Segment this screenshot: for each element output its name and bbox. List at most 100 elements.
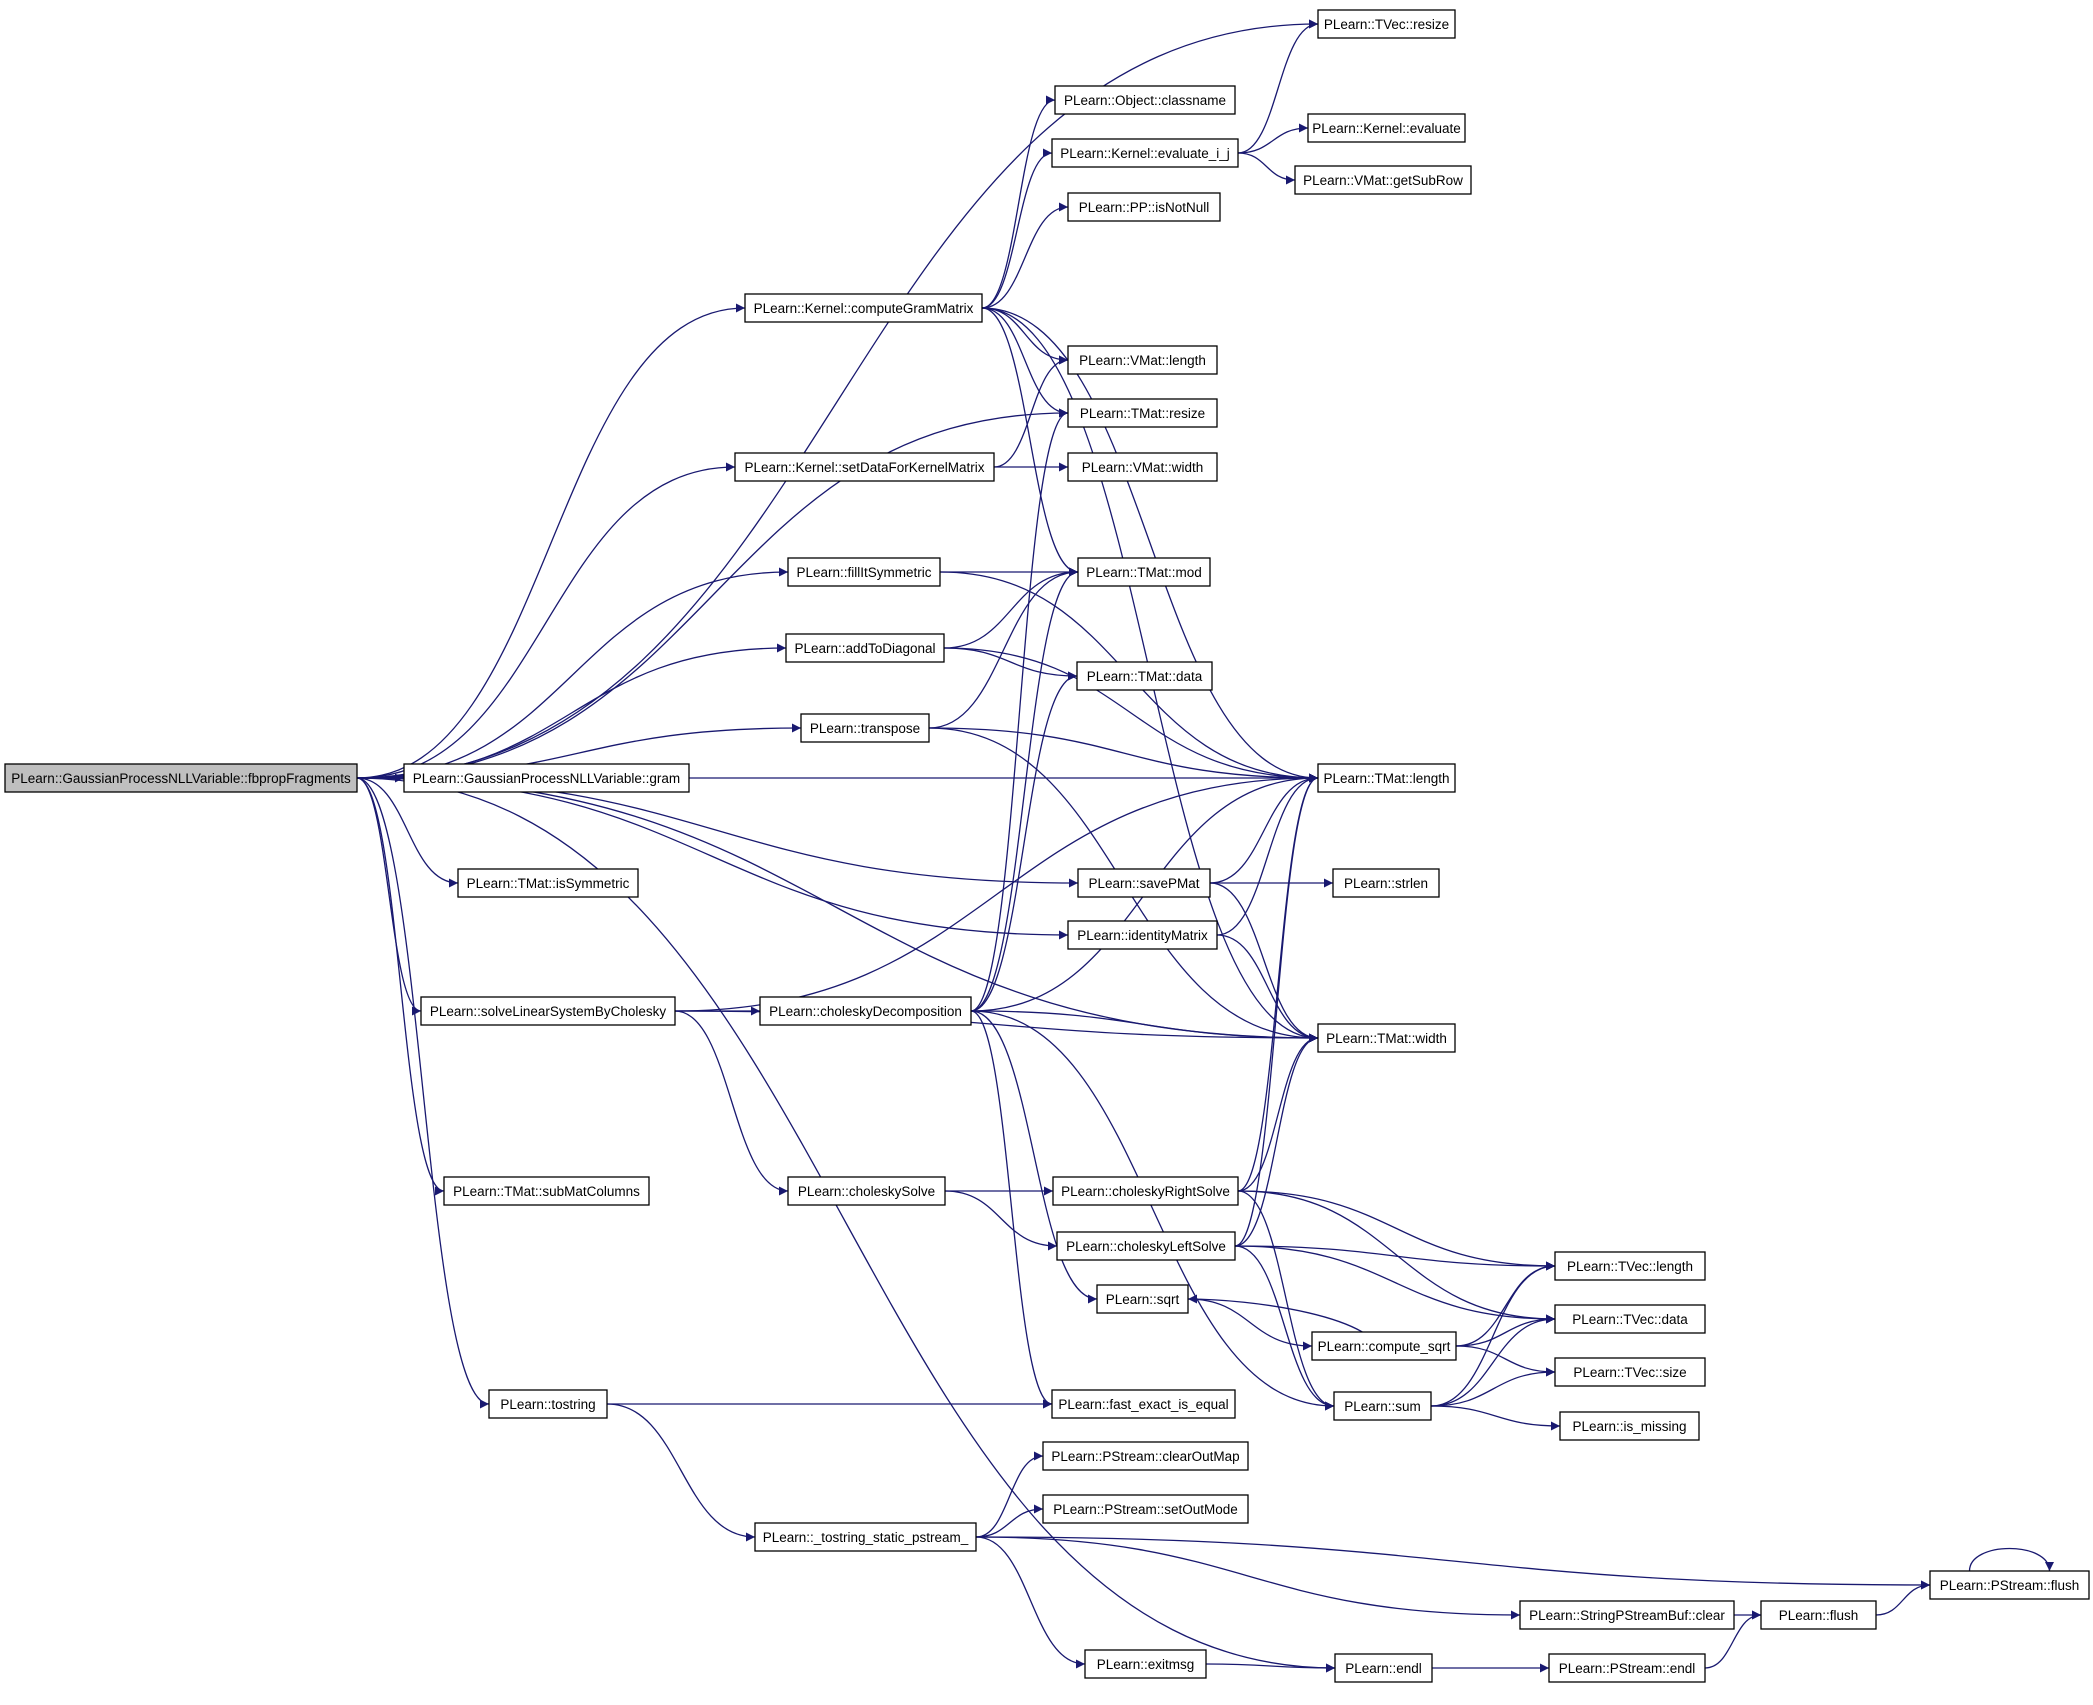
edge-choleskydecomposition-to-tmat-resize: [970, 408, 1069, 1012]
node-tmat-submatcolumns[interactable]: PLearn::TMat::subMatColumns: [443, 1176, 650, 1206]
node-tmat-data[interactable]: PLearn::TMat::data: [1076, 661, 1213, 691]
node-stringpstreambuf-clear[interactable]: PLearn::StringPStreamBuf::clear: [1519, 1600, 1735, 1630]
node-box: [734, 452, 995, 482]
node-pstream-clearoutmap[interactable]: PLearn::PStream::clearOutMap: [1042, 1441, 1249, 1471]
node-box: [1294, 165, 1472, 195]
node-tvec-size[interactable]: PLearn::TVec::size: [1554, 1357, 1706, 1387]
edge-choleskyrightsolve-to-tmat-length: [1237, 773, 1319, 1192]
edge-choleskyleftsolve-to-sum: [1234, 1245, 1335, 1411]
edge-choleskyleftsolve-to-tmat-length: [1234, 773, 1319, 1247]
node-label: PLearn::fast_exact_is_equal: [1058, 1397, 1228, 1412]
edge-choleskyrightsolve-to-tvec-data: [1237, 1190, 1556, 1324]
node-box: [1311, 1331, 1457, 1361]
node-tvec-data[interactable]: PLearn::TVec::data: [1554, 1304, 1706, 1334]
edge-sum-to-is-missing: [1430, 1405, 1561, 1431]
edge-choleskydecomposition-to-tmat-mod: [970, 567, 1079, 1012]
node-vmat-length[interactable]: PLearn::VMat::length: [1067, 345, 1218, 375]
edge-kernel-setdataforkernelmatrix-to-vmat-length: [993, 355, 1069, 468]
node-label: PLearn::GaussianProcessNLLVariable::fbpr…: [11, 771, 351, 786]
node-tostring[interactable]: PLearn::tostring: [488, 1389, 608, 1419]
node-vmat-getsubrow[interactable]: PLearn::VMat::getSubRow: [1294, 165, 1472, 195]
node-kernel-computegrammatrix[interactable]: PLearn::Kernel::computeGramMatrix: [744, 293, 983, 323]
node-root[interactable]: PLearn::GaussianProcessNLLVariable::fbpr…: [4, 763, 358, 793]
node-label: PLearn::PStream::flush: [1940, 1578, 2080, 1593]
edge-savepmat-to-tmat-width: [1209, 882, 1319, 1043]
node-choleskyrightsolve[interactable]: PLearn::choleskyRightSolve: [1052, 1176, 1239, 1206]
node-tostring-static-pstream[interactable]: PLearn::_tostring_static_pstream_: [754, 1522, 977, 1552]
node-box: [1760, 1600, 1877, 1630]
node-tmat-mod[interactable]: PLearn::TMat::mod: [1077, 557, 1211, 587]
node-box: [1051, 1389, 1236, 1419]
node-kernel-evaluate[interactable]: PLearn::Kernel::evaluate: [1307, 113, 1466, 143]
edge-root-to-tmat-submatcolumns: [356, 777, 445, 1196]
edge-transpose-to-tmat-mod: [928, 567, 1079, 729]
node-endl[interactable]: PLearn::endl: [1334, 1653, 1433, 1683]
node-fast-exact-is-equal[interactable]: PLearn::fast_exact_is_equal: [1051, 1389, 1236, 1419]
node-label: PLearn::is_missing: [1572, 1419, 1686, 1434]
node-exitmsg[interactable]: PLearn::exitmsg: [1084, 1649, 1207, 1679]
node-flush[interactable]: PLearn::flush: [1760, 1600, 1877, 1630]
node-vmat-width[interactable]: PLearn::VMat::width: [1067, 452, 1218, 482]
node-box: [420, 996, 676, 1026]
node-tmat-resize[interactable]: PLearn::TMat::resize: [1067, 398, 1218, 428]
node-label: PLearn::PP::isNotNull: [1079, 200, 1210, 215]
node-box: [4, 763, 358, 793]
node-choleskydecomposition[interactable]: PLearn::choleskyDecomposition: [759, 996, 972, 1026]
node-box: [1042, 1494, 1249, 1524]
node-label: PLearn::choleskyLeftSolve: [1066, 1239, 1226, 1254]
node-label: PLearn::sqrt: [1106, 1292, 1180, 1307]
node-addtodiagonal[interactable]: PLearn::addToDiagonal: [785, 633, 945, 663]
node-solvelinearsystembycholesky[interactable]: PLearn::solveLinearSystemByCholesky: [420, 996, 676, 1026]
node-tvec-resize[interactable]: PLearn::TVec::resize: [1317, 9, 1456, 39]
node-label: PLearn::GaussianProcessNLLVariable::gram: [413, 771, 680, 786]
node-is-missing[interactable]: PLearn::is_missing: [1559, 1411, 1700, 1441]
node-choleskysolve[interactable]: PLearn::choleskySolve: [787, 1176, 946, 1206]
edge-root-to-tmat-issymmetric: [356, 777, 459, 888]
node-choleskyleftsolve[interactable]: PLearn::choleskyLeftSolve: [1056, 1231, 1236, 1261]
node-fillitsymmetric[interactable]: PLearn::fillItSymmetric: [787, 557, 941, 587]
node-label: PLearn::VMat::getSubRow: [1303, 173, 1463, 188]
node-label: PLearn::Kernel::evaluate_i_j: [1060, 146, 1230, 161]
node-label: PLearn::VMat::width: [1082, 460, 1204, 475]
edge-identitymatrix-to-tmat-length: [1216, 773, 1319, 936]
node-tvec-length[interactable]: PLearn::TVec::length: [1554, 1251, 1706, 1281]
edge-transpose-to-tmat-length: [928, 727, 1319, 783]
node-object-classname[interactable]: PLearn::Object::classname: [1054, 85, 1236, 115]
edge-choleskyrightsolve-to-tvec-length: [1237, 1190, 1556, 1271]
node-gp-gram[interactable]: PLearn::GaussianProcessNLLVariable::gram: [403, 763, 690, 793]
node-transpose[interactable]: PLearn::transpose: [800, 713, 930, 743]
node-sqrt[interactable]: PLearn::sqrt: [1096, 1284, 1189, 1314]
edge-pstream-endl-to-flush: [1704, 1610, 1762, 1669]
node-pstream-setoutmode[interactable]: PLearn::PStream::setOutMode: [1042, 1494, 1249, 1524]
node-layer: PLearn::GaussianProcessNLLVariable::fbpr…: [4, 9, 2090, 1683]
node-strlen[interactable]: PLearn::strlen: [1332, 868, 1440, 898]
node-pp-isnotnull[interactable]: PLearn::PP::isNotNull: [1067, 192, 1221, 222]
edge-flush-to-pstream-flush: [1875, 1580, 1931, 1616]
edge-compute-sqrt-to-tvec-size: [1455, 1345, 1556, 1377]
node-compute-sqrt[interactable]: PLearn::compute_sqrt: [1311, 1331, 1457, 1361]
node-box: [759, 996, 972, 1026]
node-label: PLearn::choleskyDecomposition: [769, 1004, 962, 1019]
node-savepmat[interactable]: PLearn::savePMat: [1077, 868, 1211, 898]
edge-compute-sqrt-to-tvec-data: [1455, 1314, 1556, 1347]
node-box: [1042, 1441, 1249, 1471]
node-box: [1519, 1600, 1735, 1630]
node-box: [1559, 1411, 1700, 1441]
node-tmat-issymmetric[interactable]: PLearn::TMat::isSymmetric: [457, 868, 639, 898]
node-pstream-flush[interactable]: PLearn::PStream::flush: [1929, 1570, 2090, 1600]
node-box: [1067, 192, 1221, 222]
node-identitymatrix[interactable]: PLearn::identityMatrix: [1067, 920, 1218, 950]
node-kernel-evaluate-i-j[interactable]: PLearn::Kernel::evaluate_i_j: [1051, 138, 1239, 168]
node-sum[interactable]: PLearn::sum: [1333, 1391, 1432, 1421]
node-pstream-endl[interactable]: PLearn::PStream::endl: [1548, 1653, 1706, 1683]
node-tmat-length[interactable]: PLearn::TMat::length: [1317, 763, 1456, 793]
node-kernel-setdataforkernelmatrix[interactable]: PLearn::Kernel::setDataForKernelMatrix: [734, 452, 995, 482]
edge-choleskydecomposition-to-sqrt: [970, 1010, 1098, 1304]
node-label: PLearn::sum: [1344, 1399, 1421, 1414]
node-label: PLearn::endl: [1345, 1661, 1422, 1676]
edge-sum-to-tvec-size: [1430, 1367, 1556, 1407]
node-box: [1317, 9, 1456, 39]
node-tmat-width[interactable]: PLearn::TMat::width: [1317, 1023, 1456, 1053]
node-label: PLearn::fillItSymmetric: [796, 565, 931, 580]
